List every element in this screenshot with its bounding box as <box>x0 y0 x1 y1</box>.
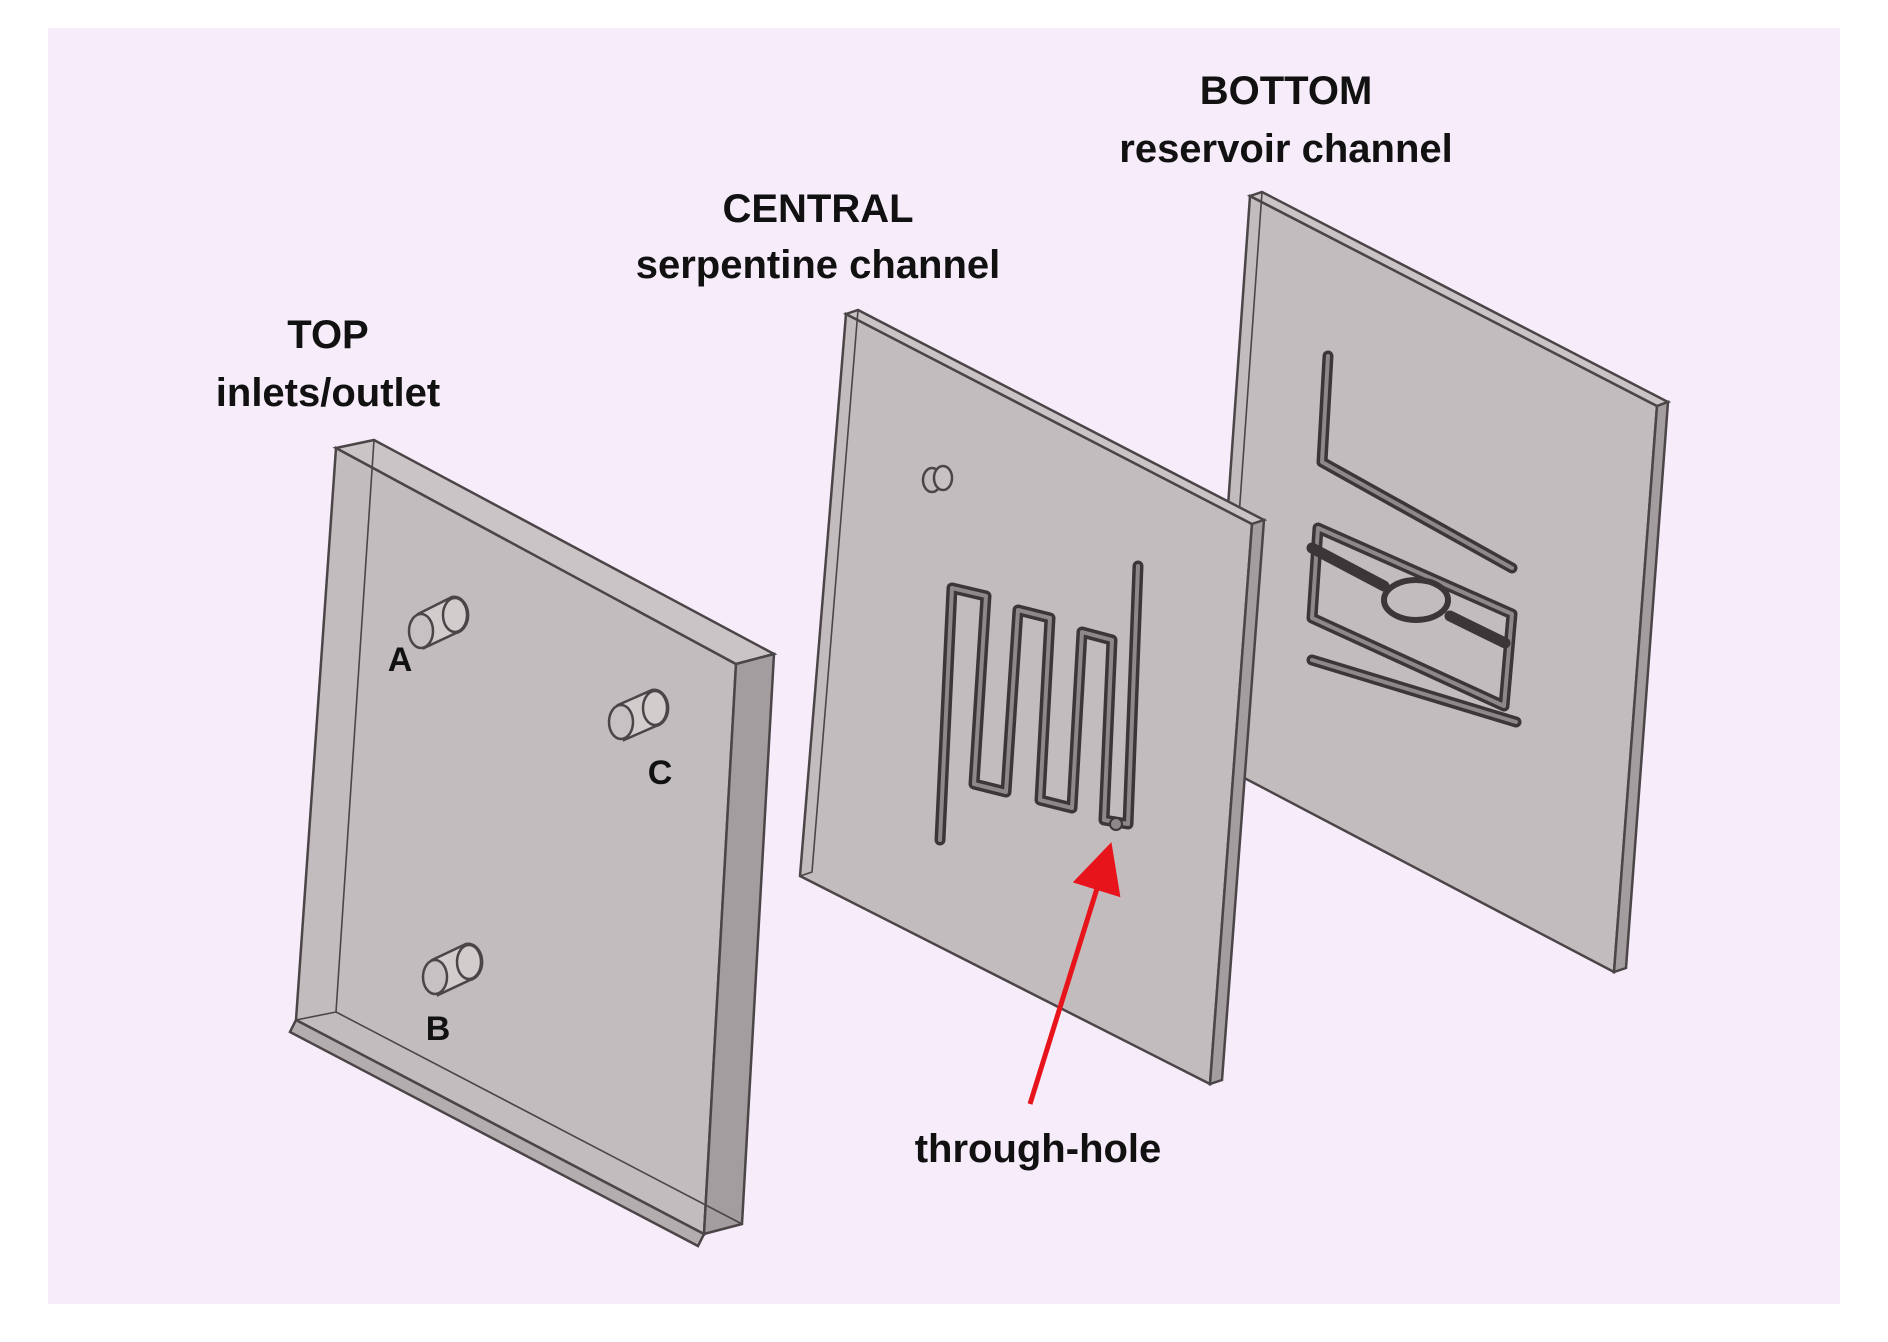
central-plate-subtitle: serpentine channel <box>636 243 1001 287</box>
reservoir-chamber <box>1381 577 1451 623</box>
top-plate-title: TOP <box>287 313 369 357</box>
port-b-label: B <box>426 1010 451 1048</box>
port-c <box>607 688 670 742</box>
central-plate <box>798 308 1268 1086</box>
serpentine-channel <box>934 560 1144 846</box>
port-a-label: A <box>388 641 413 679</box>
top-plate-subtitle: inlets/outlet <box>216 371 440 415</box>
port-a <box>407 595 470 650</box>
central-plate-title: CENTRAL <box>722 187 913 231</box>
port-b <box>421 942 484 997</box>
bottom-plate-title: BOTTOM <box>1200 69 1373 113</box>
through-hole-arrow <box>1027 842 1121 1105</box>
top-plate: A C B <box>288 438 778 1248</box>
bottom-plate-subtitle: reservoir channel <box>1119 127 1453 171</box>
reservoir-channel <box>1306 350 1522 728</box>
through-hole-marker <box>1109 817 1123 831</box>
port-hole <box>921 464 954 494</box>
through-hole-label: through-hole <box>915 1127 1162 1171</box>
bottom-plate <box>1208 190 1672 974</box>
port-c-label: C <box>648 754 673 792</box>
